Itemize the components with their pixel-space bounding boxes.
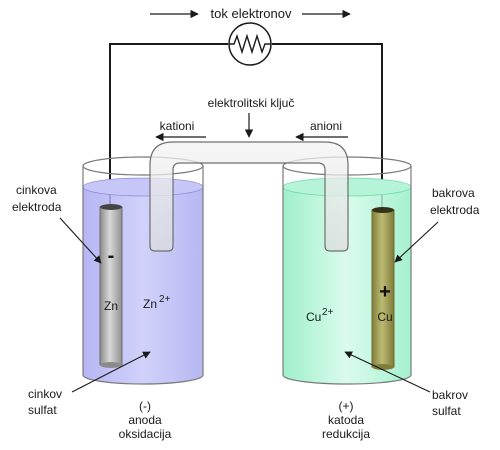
copper-sulfate-pointer (344, 351, 431, 393)
external-wire-right (272, 43, 383, 210)
zinc-sulfate-label-line2: sulfat (28, 403, 57, 417)
cathode-sign: (+) (339, 399, 354, 413)
copper-electrode-pointer (394, 221, 439, 263)
zinc-sulfate-label-line1: cinkov (28, 387, 62, 401)
copper-electrode-label-line2: elektroda (430, 203, 480, 217)
copper-ion-base: Cu (306, 310, 321, 324)
zinc-electrode-symbol: Zn (104, 299, 118, 313)
electron-flow-header: tok elektronov (150, 6, 351, 21)
anode-name: anoda (128, 413, 162, 427)
zinc-ion: Zn 2+ (143, 294, 171, 311)
copper-electrode (371, 207, 395, 370)
salt-bridge-tube (149, 141, 349, 252)
load-resistor (228, 22, 272, 66)
copper-sulfate-label-line2: sulfat (432, 404, 461, 418)
zinc-ion-charge: 2+ (159, 294, 171, 305)
copper-electrode-sign: + (379, 281, 391, 303)
copper-electrode-symbol: Cu (377, 310, 392, 324)
anode-process: oksidacija (119, 427, 172, 441)
anions-label: anioni (310, 119, 342, 133)
zinc-electrode-label-line1: cinkova (16, 183, 57, 197)
electron-flow-label: tok elektronov (211, 6, 292, 21)
cathode-caption: (+) katoda redukcija (322, 399, 370, 441)
external-wire (109, 43, 228, 207)
copper-ion-charge: 2+ (322, 307, 334, 318)
zinc-electrode (99, 204, 123, 368)
copper-electrode-label-line1: bakrova (432, 186, 475, 200)
copper-sulfate-label-line1: bakrov (432, 388, 468, 402)
zinc-sulfate-pointer (71, 351, 151, 393)
copper-ion: Cu 2+ (306, 307, 334, 324)
zinc-electrode-label-line2: elektroda (12, 200, 62, 214)
cations-label: kationi (160, 119, 195, 133)
salt-bridge-label: elektrolitski ključ (208, 96, 295, 110)
anode-caption: (-) anoda oksidacija (119, 399, 172, 441)
cathode-name: katoda (328, 413, 364, 427)
zinc-electrode-sign: - (108, 245, 115, 267)
zinc-electrode-pointer (59, 217, 102, 264)
zinc-ion-base: Zn (143, 297, 157, 311)
cathode-process: redukcija (322, 427, 370, 441)
anode-sign: (-) (139, 399, 151, 413)
